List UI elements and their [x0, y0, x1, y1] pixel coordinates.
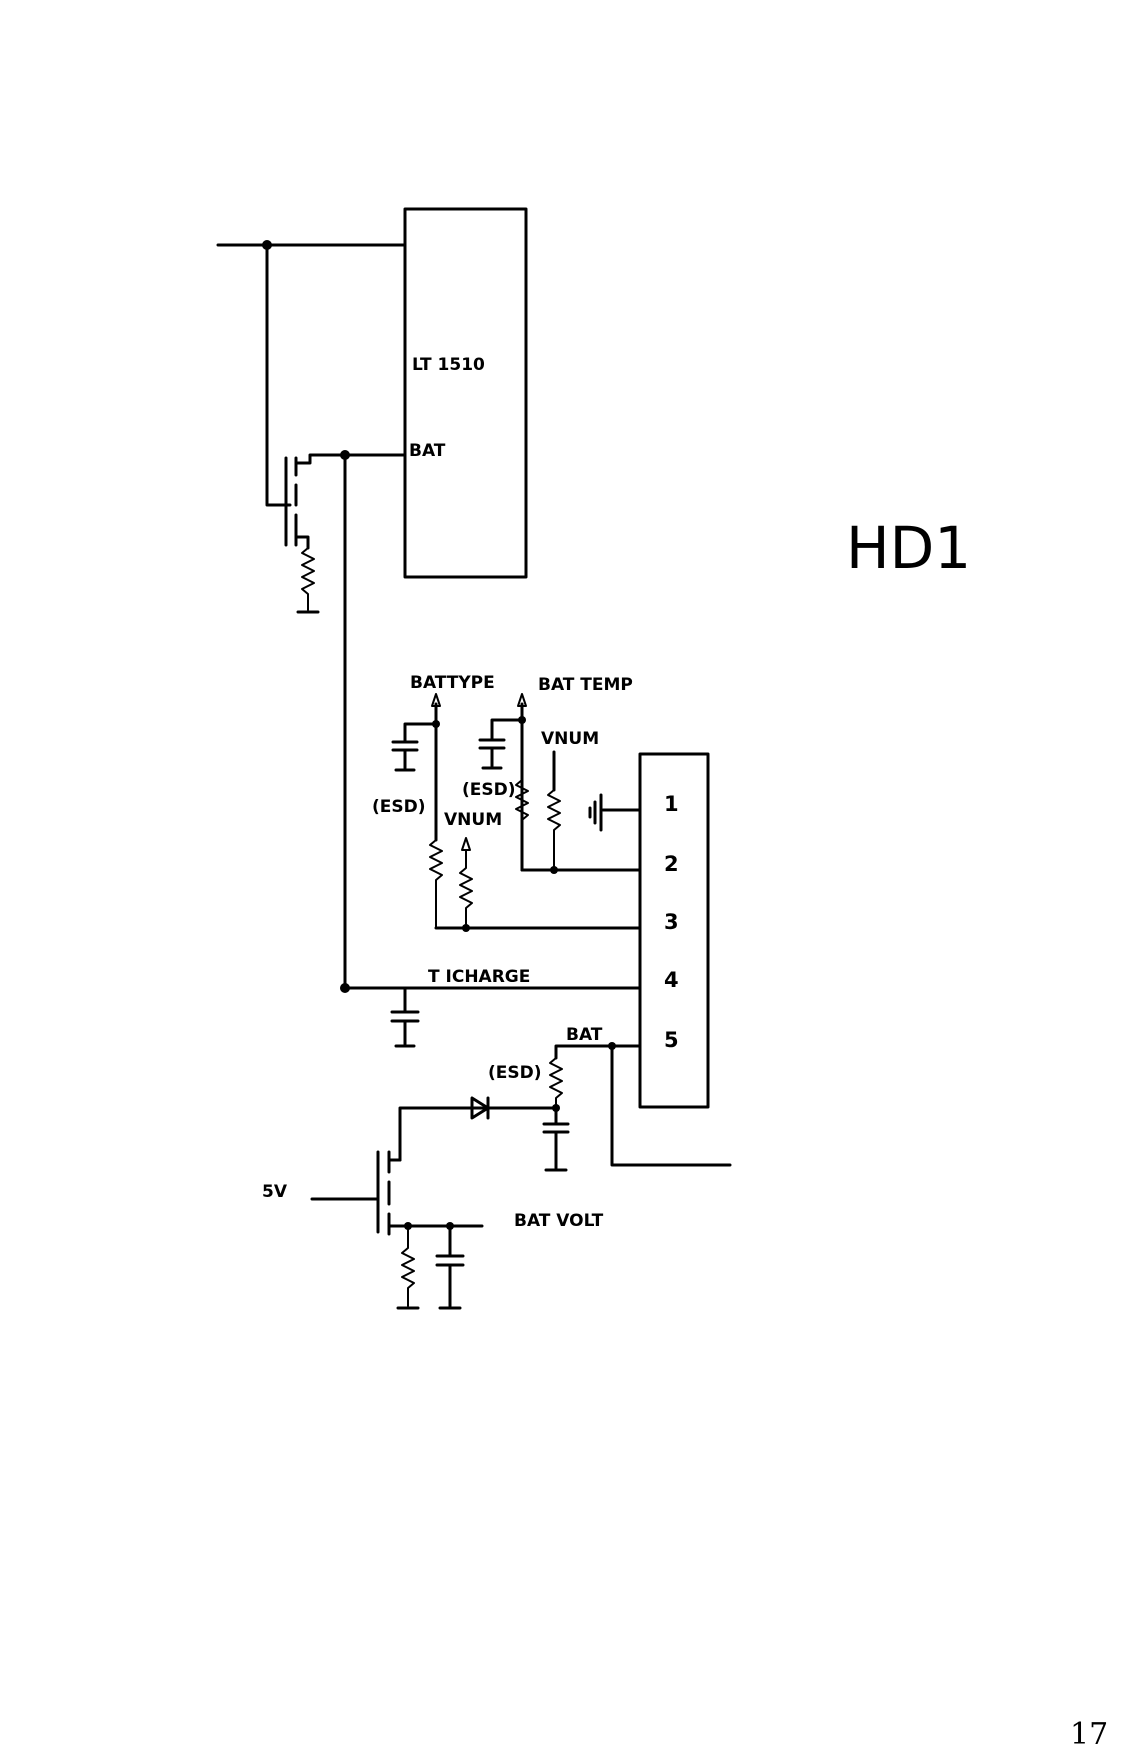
batvolt-capacitor-icon [435, 1224, 465, 1310]
page-number: 17 [1070, 1717, 1108, 1752]
vnum-label-2: VNUM [541, 729, 599, 749]
battype-network: BATTYPE (ESD) VNUM [372, 673, 642, 932]
pin1-ground-icon [588, 793, 603, 832]
connector-pin-1: 1 [664, 792, 679, 816]
lt1510-ic-label: LT 1510 [412, 355, 485, 375]
vnum-label-1: VNUM [444, 810, 502, 830]
battemp-network: BAT TEMP (ESD) VNUM [462, 675, 642, 874]
lt1510-section: LT 1510 BAT [216, 207, 528, 990]
battemp-label: BAT TEMP [538, 675, 633, 695]
ticharge-label: T ICHARGE [428, 967, 530, 987]
connector-pin-4: 4 [664, 968, 679, 992]
pin5-wire [554, 1044, 642, 1060]
battemp-resistor-icon [515, 779, 529, 821]
pmosfet-drain-wire [294, 453, 407, 465]
vnum-pullup-resistor-icon-1 [459, 849, 473, 929]
bat-esd-resistor-icon [549, 1057, 563, 1109]
lt1510-bat-pin-label: BAT [409, 441, 446, 461]
batvolt-resistor-icon [401, 1225, 415, 1307]
vnum-pullup-resistor-icon-2 [547, 789, 561, 871]
connector-pin-3: 3 [664, 910, 679, 934]
pmosfet-source-wire [294, 535, 310, 550]
ticharge-capacitor-icon [390, 986, 420, 1048]
diode-icon [470, 1096, 490, 1120]
battype-label: BATTYPE [410, 673, 495, 693]
vnum-arrow-icon-1 [461, 837, 471, 851]
ticharge-network: T ICHARGE [340, 967, 642, 1048]
battemp-esd-capacitor-icon [478, 718, 524, 770]
diode-wire [398, 1106, 558, 1162]
connector-box [638, 752, 710, 1109]
five-v-label: 5V [262, 1182, 288, 1202]
bat-volt-label: BAT VOLT [514, 1211, 604, 1231]
diagram-title: HD1 [846, 514, 971, 582]
bat-label: BAT [566, 1025, 603, 1045]
connector-pin-5: 5 [664, 1028, 679, 1052]
bat-output-wire [610, 1044, 732, 1167]
battype-esd-capacitor-icon [391, 722, 438, 772]
bat-capacitor-icon [542, 1106, 570, 1172]
bat-volt-network: BAT (ESD) 5V BAT VOLT [262, 1025, 732, 1310]
lt1510-ic-box [403, 207, 528, 579]
battemp-esd-label: (ESD) [462, 780, 516, 800]
bat-esd-label: (ESD) [488, 1063, 542, 1083]
battype-esd-label: (ESD) [372, 797, 426, 817]
input-to-mosfet-wire [265, 243, 292, 507]
sense-resistor-icon [301, 547, 315, 611]
connector-pin-2: 2 [664, 852, 679, 876]
battype-resistor-icon [429, 839, 443, 929]
battery-connector: 1 2 3 4 5 [638, 752, 710, 1109]
